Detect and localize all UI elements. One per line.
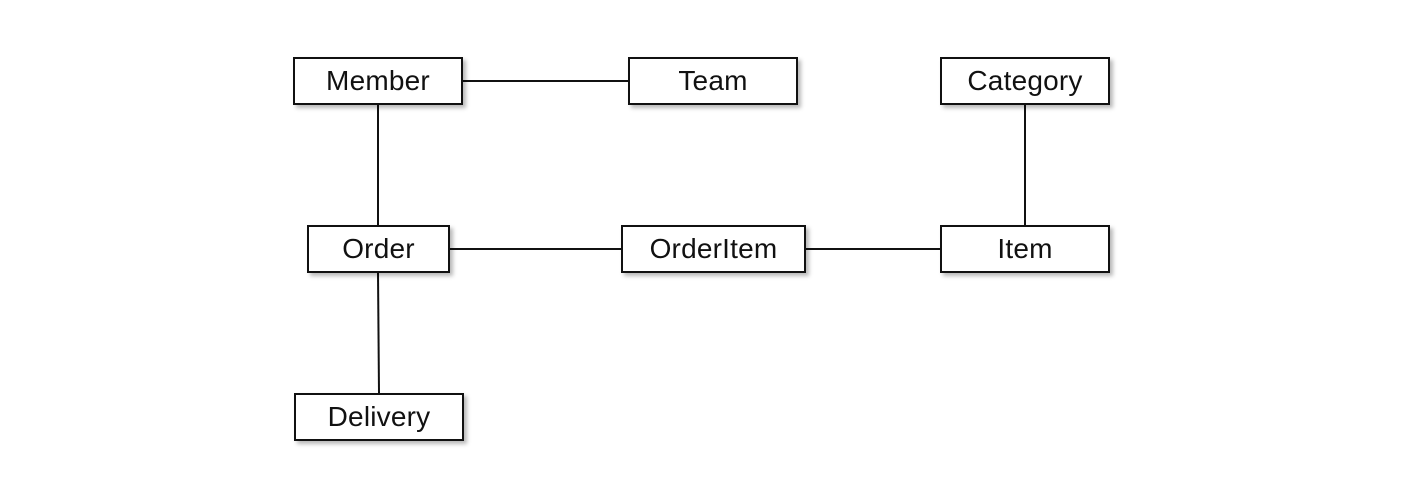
entity-category: Category (940, 57, 1110, 105)
entity-order-label: Order (342, 233, 415, 264)
entity-member-label: Member (326, 65, 430, 96)
entity-item: Item (940, 225, 1110, 273)
entity-order: Order (307, 225, 450, 273)
connector-order-delivery (377, 272, 380, 394)
entity-member: Member (293, 57, 463, 105)
entity-item-label: Item (997, 233, 1053, 264)
entity-category-label: Category (967, 65, 1083, 96)
entity-delivery-label: Delivery (327, 401, 431, 432)
entity-delivery: Delivery (294, 393, 464, 441)
entity-team: Team (628, 57, 798, 105)
entity-orderitem-label: OrderItem (649, 233, 778, 264)
entity-orderitem: OrderItem (621, 225, 806, 273)
entity-team-label: Team (678, 65, 748, 96)
